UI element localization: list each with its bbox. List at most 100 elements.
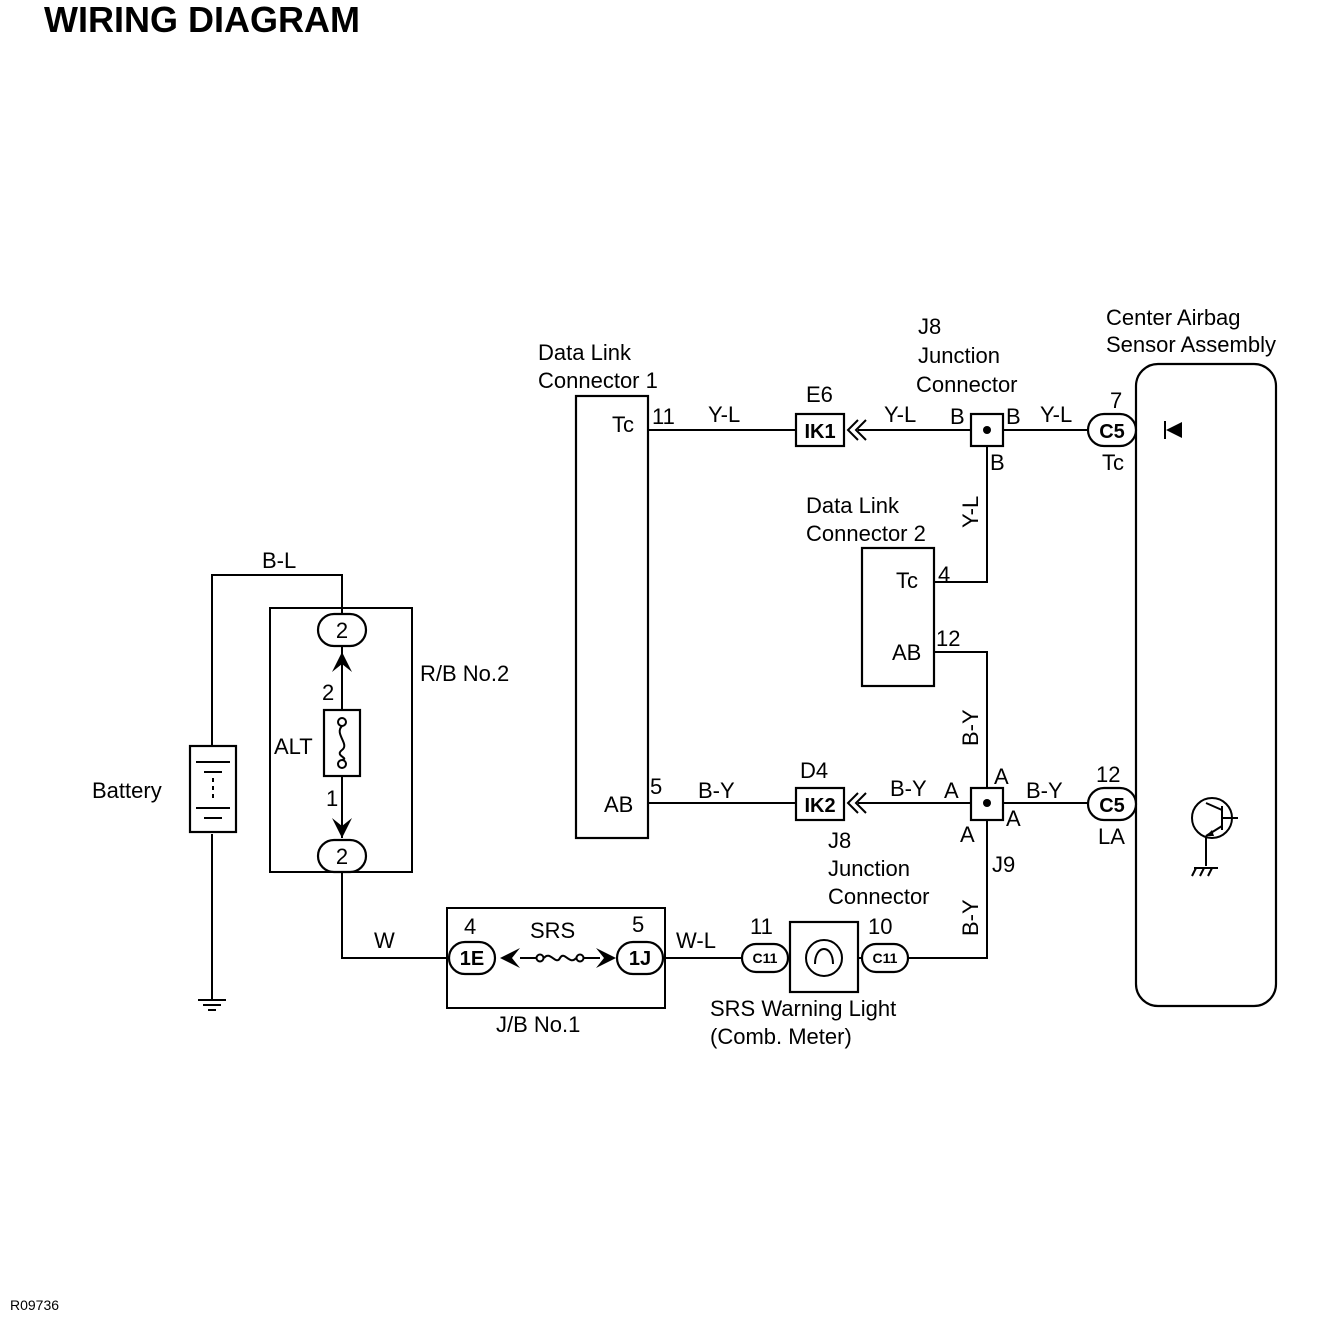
- srs-fuse-icon: [535, 953, 585, 963]
- airbag-label-line1: Center Airbag: [1106, 305, 1241, 330]
- j8-bottom-label-line1: J8: [828, 828, 851, 853]
- battery-symbol: [188, 744, 238, 834]
- jb-no1-label: J/B No.1: [496, 1012, 580, 1037]
- dlc2-label-line1: Data Link: [806, 493, 900, 518]
- jb-pin-left: 4: [464, 914, 476, 939]
- j9-label: J9: [992, 852, 1015, 877]
- dlc1-box: [574, 394, 650, 840]
- wire-y-l-vert-label: Y-L: [958, 496, 983, 528]
- j9-pin-a-bottom: A: [960, 822, 975, 847]
- dlc2-pin-ab-num: 12: [936, 626, 960, 651]
- c11-pin-left: 11: [750, 914, 773, 939]
- j8-pin-b-left: B: [950, 404, 965, 429]
- dlc1-pin-tc-num: 11: [652, 404, 675, 429]
- ik1-terminal-icon: [846, 419, 867, 441]
- wire-w-label: W: [374, 928, 395, 953]
- dlc2-pin-ab-name: AB: [892, 640, 921, 665]
- diagram-title: WIRING DIAGRAM: [44, 0, 360, 40]
- wire-b-y-3-label: B-Y: [1026, 778, 1063, 803]
- jb-connector-1j: 1J: [615, 940, 665, 976]
- dlc1-pin-ab-name: AB: [604, 792, 633, 817]
- j9-pin-a-left: A: [944, 778, 959, 803]
- ik2-connector-label: IK2: [804, 795, 835, 817]
- dlc1-pin-ab-num: 5: [650, 774, 662, 799]
- rb-connector-top: 2: [316, 612, 368, 648]
- wire-b-y-1-label: B-Y: [698, 778, 735, 803]
- jb-no1-frame: [446, 907, 666, 1009]
- ik2-terminal-icon: [846, 792, 867, 814]
- j8-pin-b-bottom: B: [990, 450, 1005, 475]
- dlc2-label-line2: Connector 2: [806, 521, 926, 546]
- ik2-connector: IK2: [794, 786, 846, 822]
- c5-connector-bottom: C5: [1086, 786, 1138, 822]
- dlc2-pin-tc-name: Tc: [896, 568, 918, 593]
- c11-connector-left: C11: [740, 942, 790, 974]
- e6-label: E6: [806, 382, 833, 407]
- wire-b-l-label: B-L: [262, 548, 296, 573]
- j8-top-junction: [969, 412, 1005, 448]
- warning-light-bulb-icon: [788, 920, 860, 994]
- wire-y-l-2-label: Y-L: [884, 402, 916, 427]
- j8-bottom-label-line3: Connector: [828, 884, 930, 909]
- wire-b-y-2-label: B-Y: [890, 776, 927, 801]
- srs-fuse-label: SRS: [530, 918, 575, 943]
- c5-bottom-pin-num: 12: [1096, 762, 1120, 787]
- transistor-icon: [1191, 797, 1238, 866]
- d4-label: D4: [800, 758, 828, 783]
- ik1-connector: IK1: [794, 412, 846, 448]
- rb-connector-top-label: 2: [336, 618, 348, 643]
- jb-connector-1e-label: 1E: [460, 948, 484, 970]
- c5-top-pin-name: Tc: [1102, 450, 1124, 475]
- wire-b-y-vert-top-label: B-Y: [958, 709, 983, 746]
- jb-right-terminal-icon: [596, 948, 616, 968]
- dlc2-pin-tc-num: 4: [938, 562, 950, 587]
- battery-label: Battery: [92, 778, 162, 803]
- wire-y-l-3-label: Y-L: [1040, 402, 1072, 427]
- wire-b-y-dlc2: [934, 651, 988, 788]
- c5-top-pin-num: 7: [1110, 388, 1122, 413]
- j9-pin-a-right: A: [1006, 806, 1021, 831]
- airbag-sensor-box: [1134, 362, 1278, 1008]
- wire-w: [341, 873, 447, 959]
- warning-light-label-line1: SRS Warning Light: [710, 996, 896, 1021]
- alt-pin-top: 2: [322, 680, 334, 705]
- warning-light-label-line2: (Comb. Meter): [710, 1024, 852, 1049]
- ik1-connector-label: IK1: [804, 421, 835, 443]
- c11-connector-right: C11: [860, 942, 910, 974]
- j9-junction: [969, 786, 1005, 822]
- wire-w-l-label: W-L: [676, 928, 716, 953]
- reference-code: R09736: [10, 1297, 59, 1313]
- dlc1-pin-tc-name: Tc: [612, 412, 634, 437]
- diode-icon: [1164, 421, 1182, 439]
- wire-b-y-lower: [908, 820, 988, 959]
- j9-pin-a-top: A: [994, 764, 1009, 789]
- rb-connector-bottom: 2: [316, 838, 368, 874]
- j8-top-label-line2: Junction: [918, 343, 1000, 368]
- jb-left-terminal-icon: [500, 948, 520, 968]
- wire-b-y-vert-bottom-label: B-Y: [958, 899, 983, 936]
- dlc1-label-line2: Connector 1: [538, 368, 658, 393]
- wire-b-l: [211, 574, 343, 748]
- alt-fuse-label: ALT: [274, 734, 313, 759]
- alt-upper-terminal-icon: [332, 652, 352, 672]
- wire-y-l-1-label: Y-L: [708, 402, 740, 427]
- rb-no2-label: R/B No.2: [420, 661, 509, 686]
- jb-pin-right: 5: [632, 912, 644, 937]
- jb-connector-1e: 1E: [447, 940, 497, 976]
- wire-y-l-dlc2: [934, 446, 988, 583]
- c11-connector-right-label: C11: [873, 950, 898, 966]
- j8-pin-b-right: B: [1006, 404, 1021, 429]
- c11-pin-right: 10: [868, 914, 892, 939]
- c5-bottom-pin-name: LA: [1098, 824, 1125, 849]
- j8-top-label-line3: Connector: [916, 372, 1018, 397]
- j8-top-label-line1: J8: [918, 314, 941, 339]
- alt-fuse-icon: [322, 708, 362, 778]
- airbag-label-line2: Sensor Assembly: [1106, 332, 1276, 357]
- jb-connector-1j-label: 1J: [629, 948, 651, 970]
- alt-pin-bottom: 1: [326, 786, 338, 811]
- alt-lower-terminal-icon: [332, 818, 352, 838]
- c11-connector-left-label: C11: [753, 950, 778, 966]
- rb-connector-bottom-label: 2: [336, 844, 348, 869]
- battery-ground-symbol: [198, 999, 226, 1011]
